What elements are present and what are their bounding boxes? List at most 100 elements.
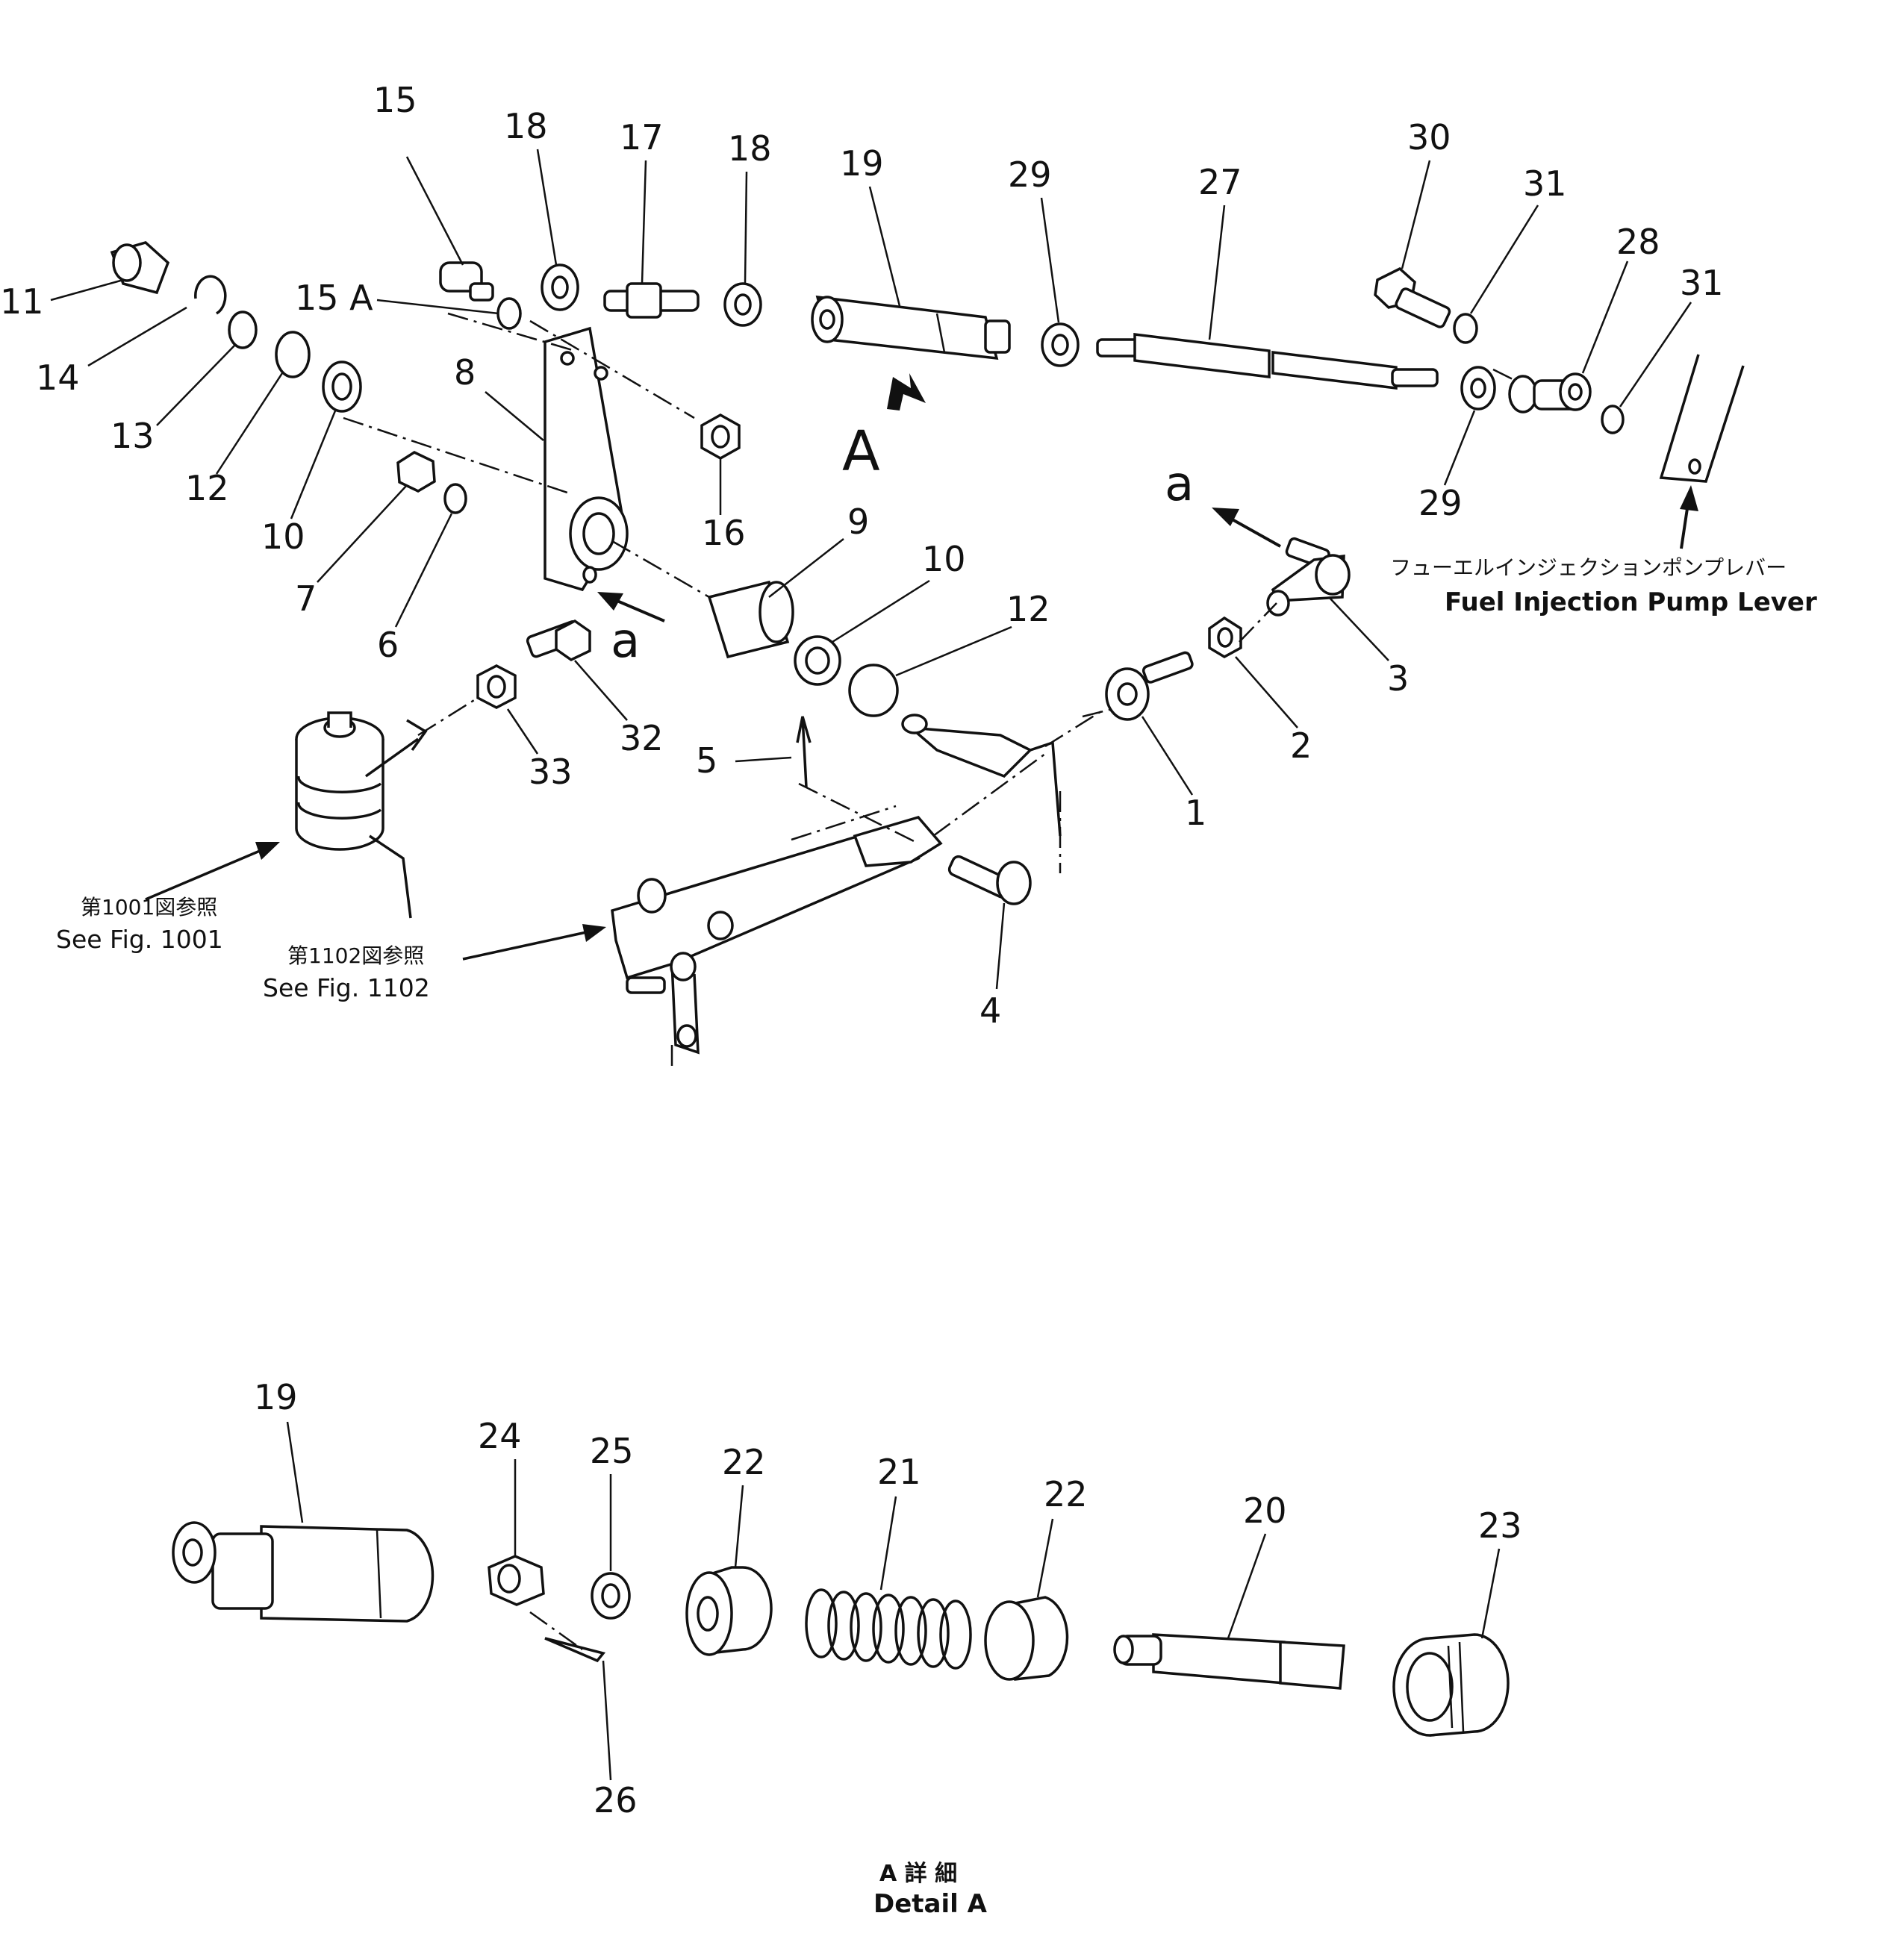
detail-part-21-spring [805, 1588, 972, 1670]
part-14-snap-ring [194, 275, 227, 315]
callout-14: 14 [36, 358, 80, 398]
detail-callout-23: 23 [1478, 1505, 1522, 1546]
part-13-washer [228, 310, 258, 349]
part-33-nut [476, 664, 517, 709]
detail-caption-en: Detail A [873, 1889, 988, 1919]
part-5-cotter-pin [796, 716, 812, 788]
callout-19: 19 [840, 143, 884, 184]
part-6-washer [443, 483, 467, 514]
part-29-nut-top [1041, 322, 1080, 367]
part-1-lever [1105, 651, 1194, 721]
detail-part-22-seat-right [984, 1596, 1069, 1681]
part-19-cylinder [811, 295, 1011, 361]
upper-callouts: 11 14 13 12 10 7 6 15 15 A 18 17 18 8 16… [0, 80, 1724, 1031]
callout-27: 27 [1198, 162, 1242, 202]
arrow-fig-1102 [462, 930, 591, 961]
callout-15: 15 [373, 80, 417, 120]
detail-callout-24: 24 [478, 1416, 522, 1456]
detail-callout-25: 25 [590, 1431, 634, 1471]
part-4-clevis-pin [947, 855, 1032, 905]
callout-3: 3 [1387, 658, 1409, 699]
detail-part-23-cap [1392, 1633, 1510, 1737]
detail-callout-22-left: 22 [722, 1442, 766, 1482]
detail-callout-22-right: 22 [1044, 1474, 1088, 1514]
callout-30: 30 [1407, 117, 1451, 157]
part-18-nut-right [723, 282, 762, 327]
part-30-bolt [1374, 266, 1451, 328]
fuel-lever-label-ja: フューエルインジェクションポンプレバー [1390, 555, 1787, 580]
view-marker-a-left: a [611, 614, 640, 669]
view-marker-a-right: a [1165, 457, 1194, 512]
part-12-washer [275, 331, 311, 378]
detail-part-20-rod [1113, 1633, 1345, 1690]
part-7-nut [396, 451, 436, 493]
callout-29-bottom: 29 [1418, 483, 1463, 523]
detail-callout-19: 19 [254, 1377, 298, 1417]
detail-part-19-cylinder [172, 1521, 435, 1623]
callout-13: 13 [110, 416, 155, 456]
part-3-lever [1266, 537, 1351, 617]
detail-callout-26: 26 [594, 1780, 638, 1820]
part-29-nut-bottom [1460, 366, 1496, 411]
callout-10: 10 [261, 516, 305, 557]
upper-assembly [110, 241, 1745, 1067]
callout-4: 4 [979, 990, 1001, 1031]
part-18-nut-left [541, 263, 579, 311]
detail-caption-ja: A 詳 細 [879, 1861, 957, 1887]
view-marker-A: A [842, 419, 880, 484]
callout-28: 28 [1616, 222, 1660, 262]
callout-18-left: 18 [504, 106, 548, 146]
callout-9: 9 [847, 502, 869, 542]
part-32-bolt [526, 619, 591, 662]
fuel-injection-pump-lever [1659, 354, 1745, 483]
callout-1: 1 [1185, 793, 1206, 833]
detail-callout-21: 21 [877, 1452, 921, 1492]
detail-part-25-washer [591, 1572, 631, 1620]
callout-11: 11 [0, 281, 44, 322]
part-16-nut [700, 413, 741, 461]
see-fig-1102-en: See Fig. 1102 [263, 973, 430, 1002]
detail-callout-20: 20 [1243, 1491, 1287, 1531]
part-10-bushing-right [794, 635, 841, 686]
arrow-fig-1001 [145, 847, 266, 901]
callout-31-bottom: 31 [1680, 263, 1724, 303]
arrow-a-right [1224, 514, 1281, 548]
solenoid-assembly [295, 696, 479, 919]
part-27-rod [1096, 333, 1439, 390]
callout-6: 6 [377, 625, 399, 665]
callout-29-top: 29 [1008, 155, 1052, 195]
part-8-bracket [544, 326, 629, 592]
part-17-stud [603, 282, 700, 319]
arrow-a-view [887, 373, 926, 411]
callout-31-top: 31 [1523, 163, 1567, 204]
detail-part-22-seat-left [685, 1566, 773, 1656]
part-10-bushing [322, 361, 362, 413]
detail-part-24-nut [488, 1555, 545, 1606]
see-fig-1001-en: See Fig. 1001 [56, 925, 223, 954]
callout-2: 2 [1290, 725, 1312, 766]
part-31-washer-bottom [1601, 405, 1625, 434]
callout-33: 33 [529, 752, 573, 792]
part-2-nut [1208, 616, 1242, 659]
fuel-lever-label-en: Fuel Injection Pump Lever [1445, 587, 1817, 617]
detail-a-assembly [172, 1521, 1510, 1737]
part-9-sleeve [707, 580, 794, 659]
part-15a-washer [496, 297, 522, 330]
callout-18-right: 18 [728, 128, 772, 169]
callout-12: 12 [185, 468, 229, 508]
callout-12-right: 12 [1006, 589, 1050, 629]
callout-17: 17 [620, 117, 664, 157]
part-31-washer-top [1453, 313, 1478, 344]
part-28-rod-end [1508, 372, 1592, 413]
see-fig-1102-ja: 第1102図参照 [287, 943, 424, 968]
callout-16: 16 [702, 513, 746, 553]
part-15-pin [439, 261, 494, 302]
detail-part-26-split-pin [544, 1637, 606, 1663]
callout-32: 32 [620, 718, 664, 758]
detail-callouts: 19 24 25 26 22 21 22 20 23 A 詳 細 Detail … [254, 1377, 1522, 1919]
reference-notes: フューエルインジェクションポンプレバー Fuel Injection Pump … [56, 485, 1817, 1002]
governor-body [611, 708, 1106, 1067]
callout-10-right: 10 [922, 539, 966, 579]
callout-7: 7 [295, 578, 317, 619]
